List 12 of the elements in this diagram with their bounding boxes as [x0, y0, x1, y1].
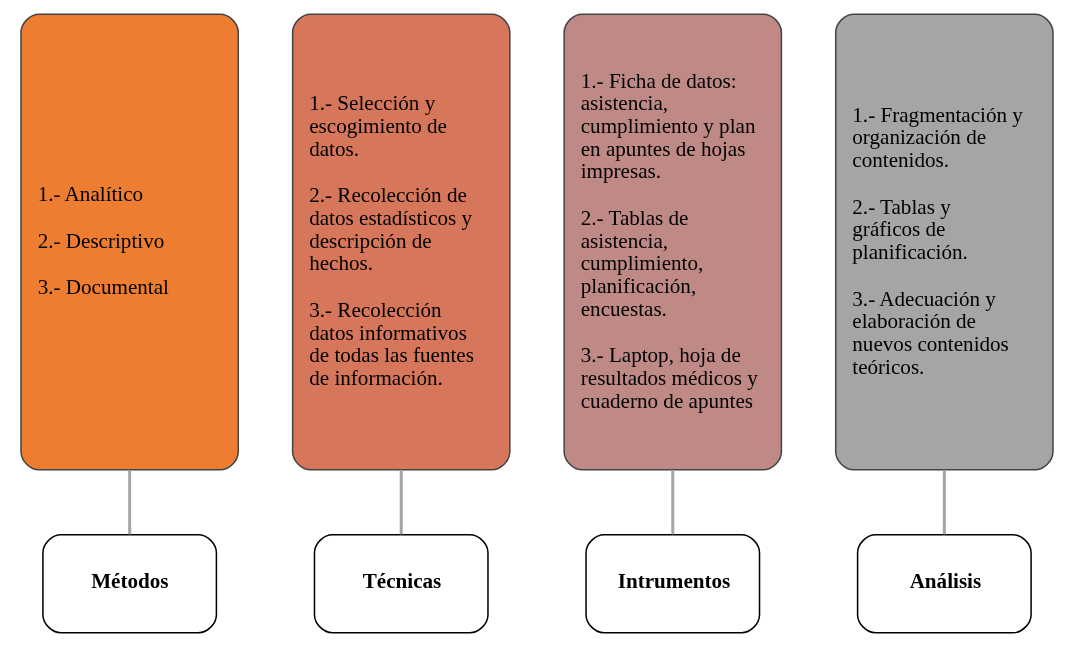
node-box: 1.- Ficha de datos: asistencia, cumplimiento y plan en apuntes de hojas impresas. 2.- Tablas de asistencia, cumplimiento, planificación, encuestas. 3.- Laptop, hoja de resultados médicos y cuaderno de apuntes [563, 13, 783, 471]
node-box: Análisis [856, 533, 1032, 634]
node-box: 1.- Fragmentación y organización de contenidos. 2.- Tablas y gráficos de planificación. 3.- Adecuación y elaboración de nuevos contenidos teóricos. [834, 13, 1054, 471]
connector [671, 469, 675, 535]
connector [942, 469, 946, 535]
node-box: Intrumentos [585, 533, 761, 634]
node-box: Métodos [42, 533, 218, 634]
connector [128, 469, 132, 535]
node-box: Técnicas [313, 533, 489, 634]
node-box: 1.- Selección y escogimiento de datos. 2.- Recolección de datos estadísticos y descripción de hechos. 3.- Recolección datos informativos de todas las fuentes de información. [291, 13, 511, 471]
node-box: 1.- Analítico 2.- Descriptivo 3.- Documental [20, 13, 240, 471]
connector [399, 469, 403, 535]
